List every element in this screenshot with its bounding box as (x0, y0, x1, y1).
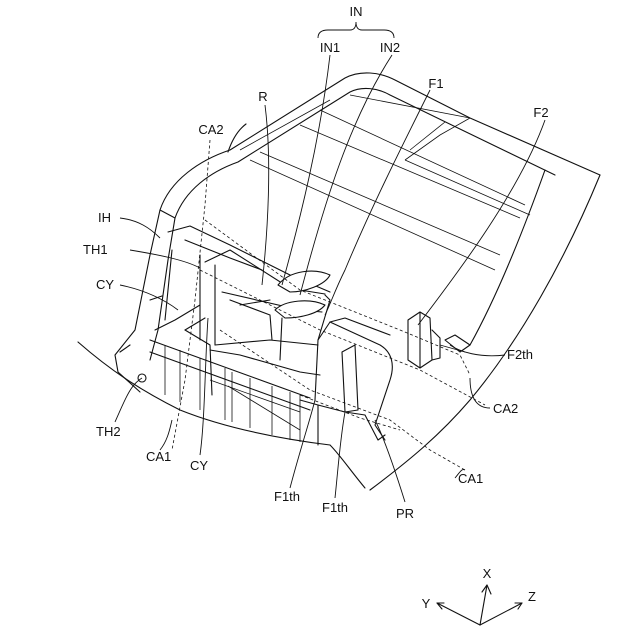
label-pr: PR (396, 506, 414, 521)
label-cy-bottom: CY (190, 458, 208, 473)
label-ca2-top: CA2 (198, 122, 223, 137)
label-ca2-right: CA2 (493, 401, 518, 416)
axis-label-z: Z (528, 589, 536, 604)
label-ca1-bottom: CA1 (146, 449, 171, 464)
label-r: R (258, 89, 267, 104)
label-f1: F1 (428, 76, 443, 91)
separator-plate (205, 250, 330, 400)
label-in: IN (350, 4, 363, 19)
leader-lines (115, 22, 545, 502)
label-ca1-right: CA1 (458, 471, 483, 486)
label-cy-left: CY (96, 277, 114, 292)
label-f1th-right: F1th (322, 500, 348, 515)
base-lattice (150, 340, 318, 445)
clip-f2 (408, 312, 470, 368)
axis-label-x: X (483, 566, 492, 581)
label-in1: IN1 (320, 40, 340, 55)
label-in2: IN2 (380, 40, 400, 55)
label-f2th: F2th (507, 347, 533, 362)
label-th2: TH2 (96, 424, 121, 439)
axis-indicator (437, 585, 522, 625)
housing-body (78, 73, 600, 490)
axis-label-y: Y (422, 596, 431, 611)
label-f1th-left: F1th (274, 489, 300, 504)
label-th1: TH1 (83, 242, 108, 257)
label-ih: IH (98, 210, 111, 225)
tab-assembly (318, 318, 392, 440)
label-f2: F2 (533, 105, 548, 120)
